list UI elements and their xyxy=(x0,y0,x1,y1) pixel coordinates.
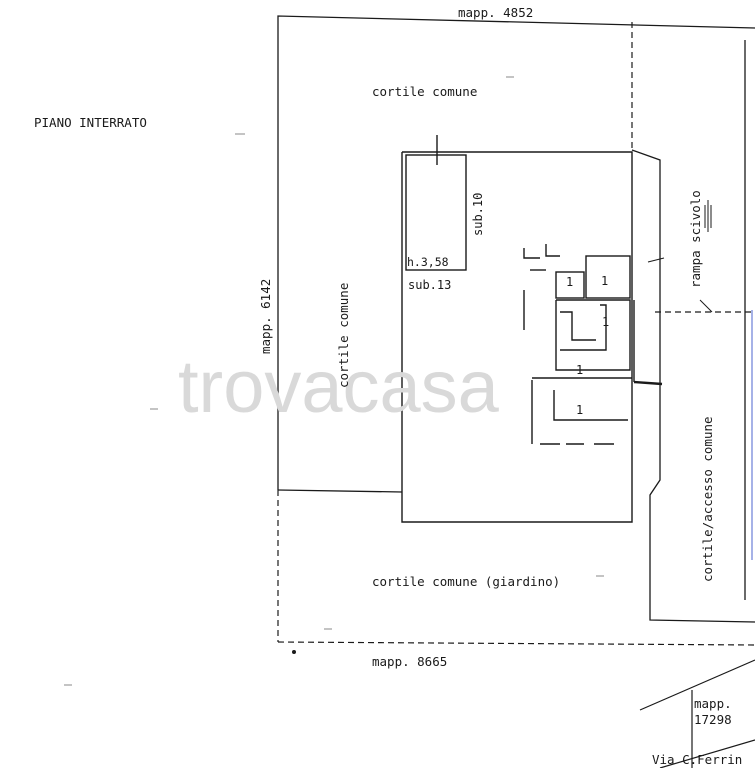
parcel-southeast-1: mapp. xyxy=(694,696,732,711)
access-label: cortile/accesso comune xyxy=(700,416,715,582)
plan-title: PIANO INTERRATO xyxy=(34,115,147,130)
parcel-north: mapp. 4852 xyxy=(458,5,533,20)
watermark: trovacasa xyxy=(178,345,500,428)
parcel-west: mapp. 6142 xyxy=(258,279,273,354)
sub10-label: sub.10 xyxy=(471,193,485,236)
street-label: Via C.Ferrin xyxy=(652,752,742,767)
parcel-south: mapp. 8665 xyxy=(372,654,447,669)
garden-label: cortile comune (giardino) xyxy=(372,574,560,589)
basement-outline xyxy=(401,135,663,523)
room-label: 1 xyxy=(576,363,583,377)
east-edge xyxy=(631,40,755,623)
ramp-hatch xyxy=(647,200,713,313)
street-edge xyxy=(639,659,755,768)
room-label: 1 xyxy=(576,403,583,417)
lot-boundary xyxy=(277,15,755,493)
parcel-southeast-2: 17298 xyxy=(694,712,732,727)
courtyard-west-label: cortile comune xyxy=(336,283,351,388)
survey-point xyxy=(292,650,296,654)
ramp-label: rampa scivolo xyxy=(688,190,703,288)
room-label: 1 xyxy=(601,274,608,288)
room-label: 1 xyxy=(602,315,609,329)
dashed-boundaries xyxy=(277,22,755,646)
sub13-label: sub.13 xyxy=(408,278,451,292)
room-label: 1 xyxy=(566,275,573,289)
courtyard-north-label: cortile comune xyxy=(372,84,477,99)
stray-marks xyxy=(64,76,604,686)
height-label: h.3,58 xyxy=(407,255,449,269)
